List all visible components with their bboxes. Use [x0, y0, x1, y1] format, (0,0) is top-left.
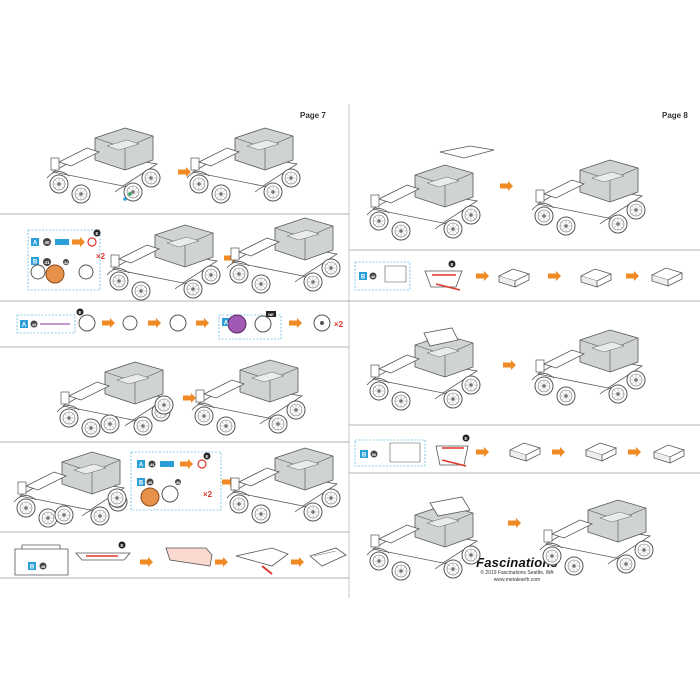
multiplier-3: ×2 [203, 490, 213, 499]
page-8-label: Page 8 [662, 111, 688, 120]
callout-b-3: B [30, 565, 35, 571]
callout-a-4: A [139, 463, 144, 469]
left-step-2 [27, 218, 340, 300]
right-row-dividers [349, 249, 700, 474]
right-step-5 [367, 496, 653, 580]
callout-ne: NE [268, 312, 274, 317]
left-row-dividers [0, 213, 349, 579]
callout-a-1: A [33, 241, 38, 247]
callout-e-2: E [78, 310, 81, 315]
left-step-3 [16, 308, 331, 340]
multiplier-2: ×2 [334, 320, 344, 329]
right-step-2 [354, 260, 683, 291]
callout-b-1: B [33, 260, 38, 266]
callout-b-5: B [362, 453, 367, 459]
callout-part-49: 49 [371, 274, 376, 279]
callout-part-40: 40 [44, 240, 50, 245]
right-step-4 [354, 434, 685, 467]
callout-part-45: 45 [148, 480, 153, 485]
callout-a-3: A [224, 321, 229, 327]
callout-part-46: 46 [176, 480, 181, 485]
callout-e-4: E [120, 543, 123, 548]
callout-e-3: E [205, 454, 208, 459]
copyright-text: © 2019 Fascinations Seattle, WA [480, 570, 554, 576]
multiplier-1: ×2 [96, 252, 106, 261]
callout-e-6: E [464, 436, 467, 441]
callout-e-1: E [95, 231, 98, 236]
callout-a-2: A [22, 323, 27, 329]
left-step-6 [14, 541, 347, 576]
callout-e-5: E [450, 262, 453, 267]
left-step-4 [57, 360, 305, 437]
callout-part-42: 42 [64, 260, 69, 265]
page-7-label: Page 7 [300, 111, 326, 120]
brand-logo: Fascinations [476, 555, 558, 570]
right-step-3 [367, 327, 645, 410]
left-step-5 [14, 448, 340, 527]
callout-b-2: B [139, 481, 144, 487]
callout-part-48: 48 [41, 564, 46, 569]
callout-b-4: B [361, 275, 366, 281]
brand-block: Fascinations © 2019 Fascinations Seattle… [462, 555, 572, 584]
right-step-1 [367, 145, 645, 240]
callout-part-41: 41 [44, 260, 50, 265]
left-step-1 [47, 128, 300, 203]
callout-part-44: 44 [150, 462, 155, 467]
callout-part-43: 43 [32, 322, 37, 327]
website-text: www.metalearth.com [493, 577, 541, 583]
callout-part-50: 50 [372, 452, 377, 457]
